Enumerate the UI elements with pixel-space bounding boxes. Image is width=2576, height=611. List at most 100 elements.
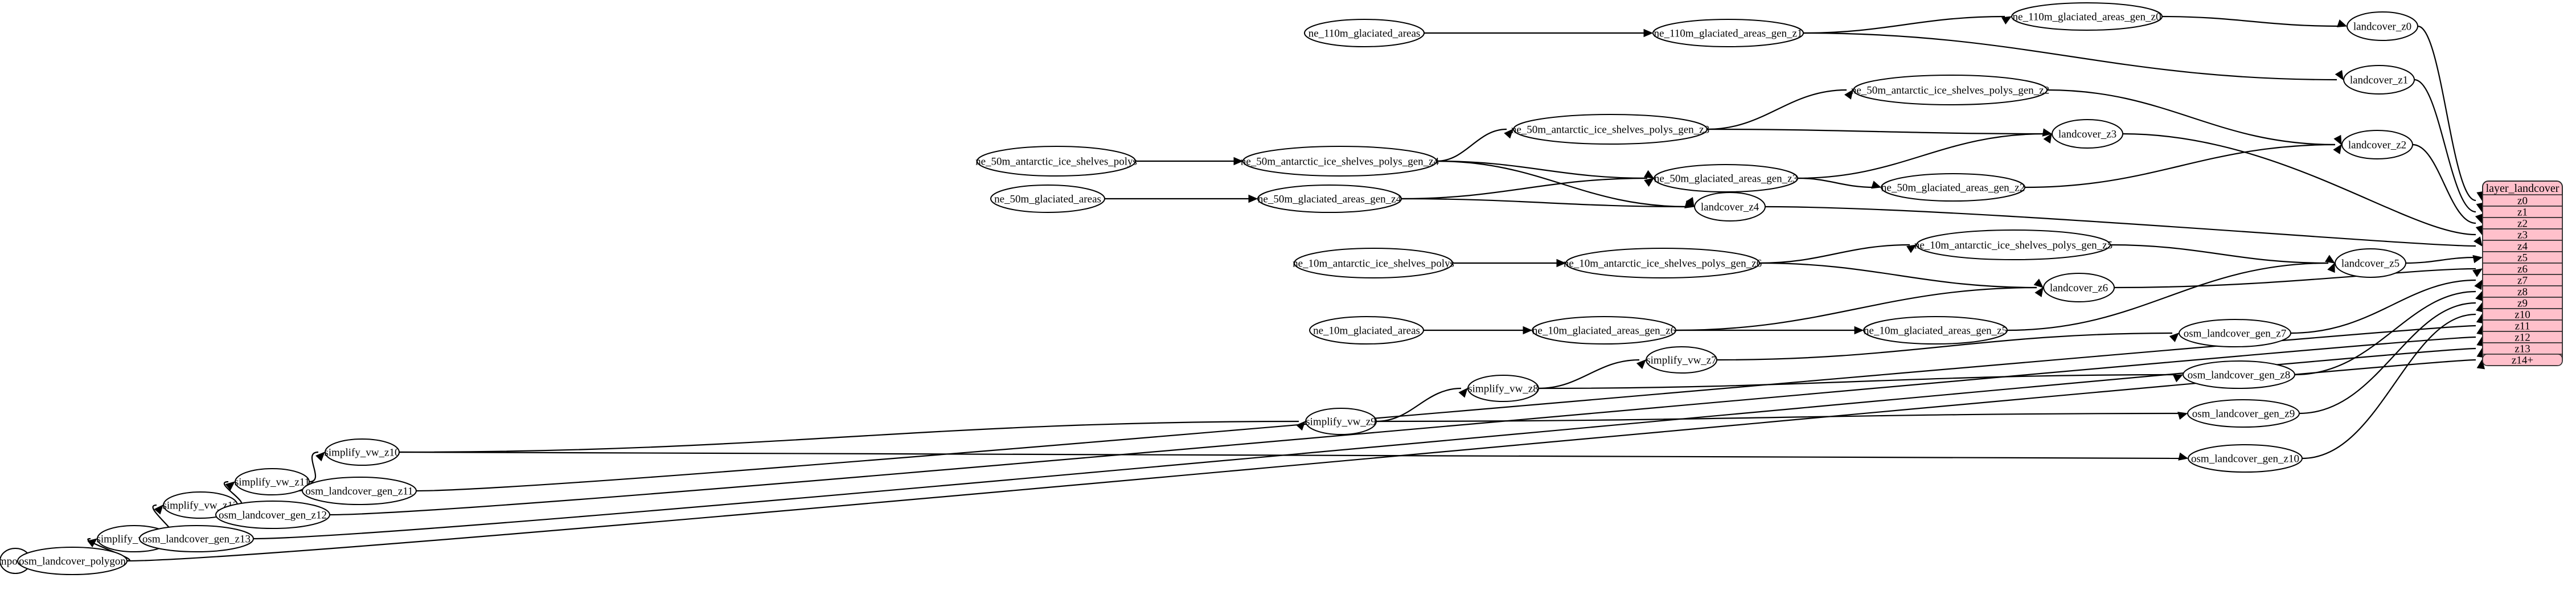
edge-arrowhead: [1854, 326, 1864, 335]
node-shape: [2188, 444, 2303, 473]
node-ne_10m_antarctic_ice_shelves_polys[interactable]: ne_10m_antarctic_ice_shelves_polys: [1293, 248, 1454, 278]
table-cell-z1: z1: [2517, 207, 2528, 219]
node-osm_landcover_gen_z12[interactable]: osm_landcover_gen_z12: [215, 501, 330, 529]
node-shape: [235, 468, 310, 495]
node-label: ne_110m_glaciated_areas: [1308, 28, 1421, 40]
node-ne_50m_glaciated_areas_gen_z2[interactable]: ne_50m_glaciated_areas_gen_z2: [1881, 173, 2025, 202]
edge-simplify_vw_z9--to--simplify_vw_z8: [1376, 387, 1462, 423]
table-row[interactable]: [2482, 354, 2563, 366]
node-ne_50m_antarctic_ice_shelves_polys_gen_z2[interactable]: ne_50m_antarctic_ice_shelves_polys_gen_z…: [1851, 75, 2049, 105]
node-simplify_vw_z10[interactable]: simplify_vw_z10: [325, 438, 400, 466]
node-osm_landcover_gen_z8[interactable]: osm_landcover_gen_z8: [2183, 360, 2295, 389]
node-ne_10m_glaciated_areas_gen_z6[interactable]: ne_10m_glaciated_areas_gen_z6: [1532, 316, 1676, 345]
edge-arrowhead: [87, 538, 97, 548]
node-label: ne_50m_glaciated_areas_gen_z2: [1881, 182, 2025, 194]
node-label: landcover_z6: [2050, 282, 2108, 294]
node-simplify_vw_z8[interactable]: simplify_vw_z8: [1467, 375, 1539, 402]
edge-arrowhead: [2042, 128, 2053, 137]
node-shape: [2341, 130, 2413, 159]
table-cell-z12: z12: [2515, 332, 2530, 344]
edge-arrowhead: [1556, 259, 1566, 268]
node-landcover_z2[interactable]: landcover_z2: [2341, 130, 2413, 159]
edge-osm_landcover_gen_z7--to--layer_landcover-z7: [2290, 279, 2476, 334]
node-osm_landcover_gen_z9[interactable]: osm_landcover_gen_z9: [2187, 399, 2300, 428]
node-shape: [1863, 316, 2008, 345]
node-ne_50m_glaciated_areas_gen_z4[interactable]: ne_50m_glaciated_areas_gen_z4: [1257, 184, 1402, 213]
node-landcover_z3[interactable]: landcover_z3: [2052, 119, 2123, 149]
node-ne_50m_glaciated_areas_gen_z3[interactable]: ne_50m_glaciated_areas_gen_z3: [1654, 164, 1798, 192]
node-label: ne_50m_glaciated_areas_gen_z3: [1654, 173, 1798, 185]
edge-arrowhead: [1523, 326, 1533, 335]
node-label: landcover_z1: [2350, 75, 2408, 87]
edge-arrowhead: [1844, 89, 1853, 100]
node-ne_10m_antarctic_ice_shelves_polys_gen_z5[interactable]: ne_10m_antarctic_ice_shelves_polys_gen_z…: [1914, 229, 2113, 260]
node-label: landcover_z3: [2058, 129, 2116, 141]
node-landcover_z5[interactable]: landcover_z5: [2335, 248, 2406, 278]
edge-ne_110m_glaciated_areas_gen_z0--to--landcover_z0: [2161, 15, 2341, 27]
node-shape: [1294, 248, 1453, 278]
edge-arrowhead: [1643, 28, 1654, 38]
edge-arrowhead: [1248, 194, 1258, 203]
edge-arrowhead: [2474, 279, 2483, 290]
node-osm_landcover_gen_z10[interactable]: osm_landcover_gen_z10: [2188, 444, 2303, 473]
edge-landcover_z3--to--layer_landcover-z3: [2122, 133, 2476, 236]
node-shape: [2187, 399, 2300, 428]
node-label: ne_110m_glaciated_areas_gen_z0: [2013, 11, 2161, 23]
edge-arrowhead: [1233, 157, 1244, 166]
node-label: simplify_vw_z10: [325, 447, 400, 459]
edge-ne_10m_glaciated_areas_gen_z6--to--landcover_z6: [1675, 286, 2037, 331]
node-landcover_z6[interactable]: landcover_z6: [2043, 273, 2115, 302]
edge-arrowhead: [2333, 134, 2342, 146]
node-label: ne_10m_glaciated_areas_gen_z5: [1864, 325, 2007, 337]
node-ne_110m_glaciated_areas_gen_z0[interactable]: ne_110m_glaciated_areas_gen_z0: [2011, 2, 2163, 31]
edge-osm_landcover_gen_z12--to--layer_landcover-z12: [329, 336, 2476, 516]
node-label: simplify_vw_z9: [1306, 416, 1376, 428]
edge-osm_landcover_gen_z9--to--layer_landcover-z9: [2299, 302, 2476, 415]
edge-arrowhead: [1504, 129, 1513, 139]
node-shape: [17, 547, 128, 575]
node-shape: [1646, 346, 1717, 374]
node-shape: [325, 438, 400, 466]
table-cell-z4: z4: [2517, 241, 2528, 253]
node-osm_landcover_gen_z13[interactable]: osm_landcover_gen_z13: [139, 525, 254, 552]
edge-arrowhead: [315, 452, 325, 462]
node-ne_110m_glaciated_areas_gen_z1[interactable]: ne_110m_glaciated_areas_gen_z1: [1652, 19, 1804, 47]
edge-simplify_vw_z8--to--osm_landcover_gen_z8: [1538, 374, 2177, 389]
node-label: ne_10m_antarctic_ice_shelves_polys: [1293, 258, 1454, 270]
table-cell-z3: z3: [2517, 229, 2528, 241]
edge-arrowhead: [2327, 262, 2335, 273]
edge-arrowhead: [2001, 16, 2012, 25]
node-ne_50m_antarctic_ice_shelves_polys[interactable]: ne_50m_antarctic_ice_shelves_polys: [975, 146, 1137, 177]
node-shape: [215, 501, 330, 529]
node-ne_50m_glaciated_areas[interactable]: ne_50m_glaciated_areas: [990, 184, 1105, 213]
edge-arrowhead: [1685, 197, 1695, 208]
table-cell-z2: z2: [2517, 218, 2528, 230]
node-osm_landcover_gen_z7[interactable]: osm_landcover_gen_z7: [2179, 319, 2291, 347]
node-ne_50m_antarctic_ice_shelves_polys_gen_z3[interactable]: ne_50m_antarctic_ice_shelves_polys_gen_z…: [1511, 114, 1709, 145]
node-landcover_z0[interactable]: landcover_z0: [2347, 11, 2418, 41]
edge-arrowhead: [1458, 388, 1468, 398]
edge-arrowhead: [1906, 244, 1917, 253]
node-ne_110m_glaciated_areas[interactable]: ne_110m_glaciated_areas: [1304, 19, 1425, 47]
node-ne_10m_glaciated_areas_gen_z5[interactable]: ne_10m_glaciated_areas_gen_z5: [1863, 316, 2008, 345]
node-ne_10m_glaciated_areas[interactable]: ne_10m_glaciated_areas: [1309, 316, 1424, 345]
edge-ne_50m_glaciated_areas_gen_z4--to--ne_50m_glaciated_areas_gen_z3: [1401, 177, 1648, 200]
edge-layer: [7, 15, 2485, 565]
node-shape: [1694, 192, 1766, 222]
node-simplify_vw_z9[interactable]: simplify_vw_z9: [1305, 408, 1377, 435]
node-landcover_z1[interactable]: landcover_z1: [2343, 65, 2415, 95]
edge-ne_50m_glaciated_areas_gen_z2--to--landcover_z2: [2024, 143, 2336, 188]
edge-landcover_z2--to--layer_landcover-z2: [2412, 143, 2476, 224]
node-simplify_vw_z11[interactable]: simplify_vw_z11: [235, 468, 310, 495]
node-shape: [1853, 75, 2048, 105]
node-label: ne_50m_glaciated_areas: [994, 194, 1101, 206]
node-ne_10m_antarctic_ice_shelves_polys_gen_z6[interactable]: ne_10m_antarctic_ice_shelves_polys_gen_z…: [1564, 248, 1762, 278]
node-label: simplify_vw_z7: [1646, 355, 1717, 367]
node-simplify_vw_z7[interactable]: simplify_vw_z7: [1646, 346, 1717, 374]
node-ne_50m_antarctic_ice_shelves_polys_gen_z4[interactable]: ne_50m_antarctic_ice_shelves_polys_gen_z…: [1241, 146, 1439, 177]
node-landcover_z4[interactable]: landcover_z4: [1694, 192, 1766, 222]
node-label: ne_50m_glaciated_areas_gen_z4: [1258, 194, 1402, 206]
node-osm_landcover_polygon[interactable]: osm_landcover_polygon: [17, 547, 128, 575]
node-osm_landcover_gen_z11[interactable]: osm_landcover_gen_z11: [302, 477, 417, 505]
edge-arrowhead: [1636, 359, 1646, 370]
